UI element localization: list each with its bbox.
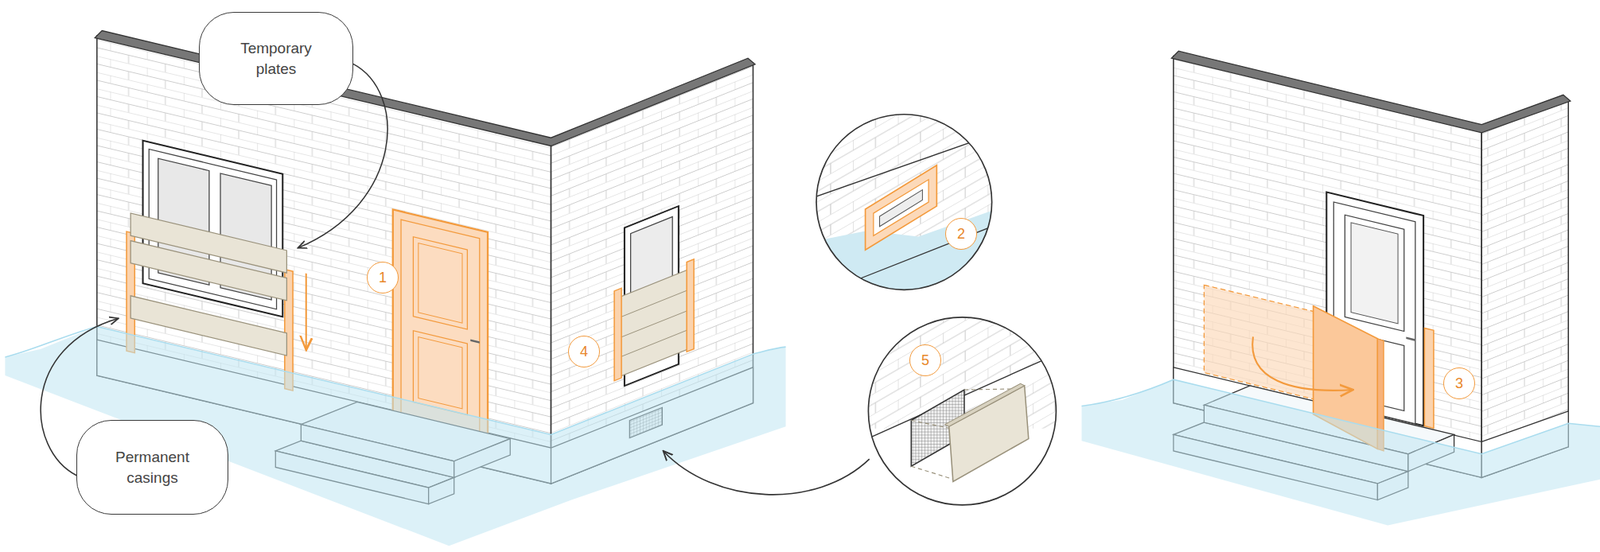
detail-circle-vent-part-part bbox=[867, 316, 1062, 511]
detail-circle-window-part bbox=[805, 101, 1011, 307]
callout-number: 4 bbox=[580, 343, 588, 361]
flood-door-part bbox=[470, 340, 480, 343]
flood-door-part bbox=[418, 337, 463, 409]
temporary-plate bbox=[130, 241, 287, 301]
callout-number: 5 bbox=[921, 352, 930, 370]
window-casing bbox=[865, 165, 938, 250]
cover-plate bbox=[949, 385, 1029, 483]
detail-circle-vent-part-part bbox=[945, 383, 1025, 427]
down-arrow bbox=[305, 273, 308, 351]
door-part bbox=[1344, 214, 1404, 331]
permanent-casing bbox=[614, 288, 622, 381]
callout-number: 1 bbox=[378, 269, 387, 287]
barrier-ghost bbox=[1203, 284, 1319, 401]
barrier-post bbox=[1424, 327, 1434, 429]
callout-circle: 5 bbox=[909, 344, 942, 377]
plate-joints bbox=[620, 290, 689, 358]
water-surface bbox=[1081, 379, 1600, 455]
water-surface bbox=[4, 326, 786, 435]
detail-arrow bbox=[663, 451, 870, 495]
callout-bubble: Permanent casings bbox=[76, 420, 229, 515]
detail-circle-window-part bbox=[816, 114, 993, 291]
detail-circle-vent-part bbox=[868, 317, 1056, 506]
detail-circle-vent-part bbox=[867, 316, 1062, 511]
flood-door-part bbox=[412, 237, 468, 330]
temporary-plate bbox=[620, 269, 689, 377]
left-building bbox=[4, 31, 786, 547]
callout-number: 3 bbox=[1455, 375, 1464, 393]
detail-circle-window-part-part bbox=[836, 219, 1011, 289]
detail-circle-window bbox=[805, 101, 1011, 307]
door-part bbox=[1350, 222, 1398, 324]
callout-bubble: Temporary plates bbox=[198, 11, 354, 106]
callout-circle: 4 bbox=[568, 335, 600, 368]
swing-arrow bbox=[1252, 336, 1353, 391]
wall-cap bbox=[94, 31, 756, 147]
brick-wall bbox=[1481, 100, 1569, 479]
flood-water bbox=[4, 326, 786, 546]
callout-number: 2 bbox=[957, 225, 966, 243]
wall-cap bbox=[1171, 50, 1570, 133]
detail-circle-window-part-part bbox=[805, 101, 1011, 307]
callout-text: Permanent casings bbox=[99, 447, 206, 488]
detail-circle-window-part-part bbox=[873, 179, 929, 237]
detail-circle-vent bbox=[867, 316, 1062, 511]
flood-water bbox=[1081, 379, 1600, 526]
right-building bbox=[1081, 50, 1600, 526]
flood-door-part bbox=[412, 330, 468, 416]
flood-door-part bbox=[418, 243, 463, 324]
callout-text: Temporary plates bbox=[221, 38, 331, 79]
door-part bbox=[1405, 338, 1416, 341]
detail-circle-window-part-part bbox=[879, 190, 923, 227]
callout-circle: 1 bbox=[366, 261, 399, 294]
callout-circle: 3 bbox=[1443, 367, 1476, 400]
permanent-casing bbox=[686, 259, 694, 352]
callout-circle: 2 bbox=[945, 218, 978, 250]
